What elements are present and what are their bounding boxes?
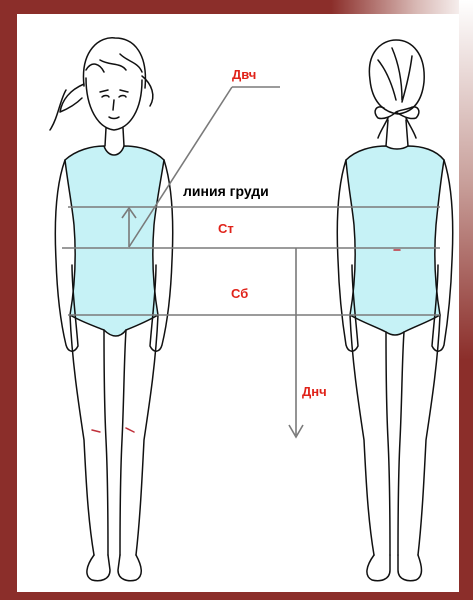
waist-label: Ст (218, 221, 234, 236)
front-view-figure (50, 38, 173, 581)
back-bodysuit (346, 146, 444, 335)
back-view-figure (337, 40, 452, 581)
chest-line-label: линия груди (183, 183, 269, 199)
dnch-label: Днч (302, 384, 327, 399)
dvch-label: Двч (232, 67, 256, 82)
hip-label: Сб (231, 286, 248, 301)
front-bodysuit (65, 146, 164, 336)
